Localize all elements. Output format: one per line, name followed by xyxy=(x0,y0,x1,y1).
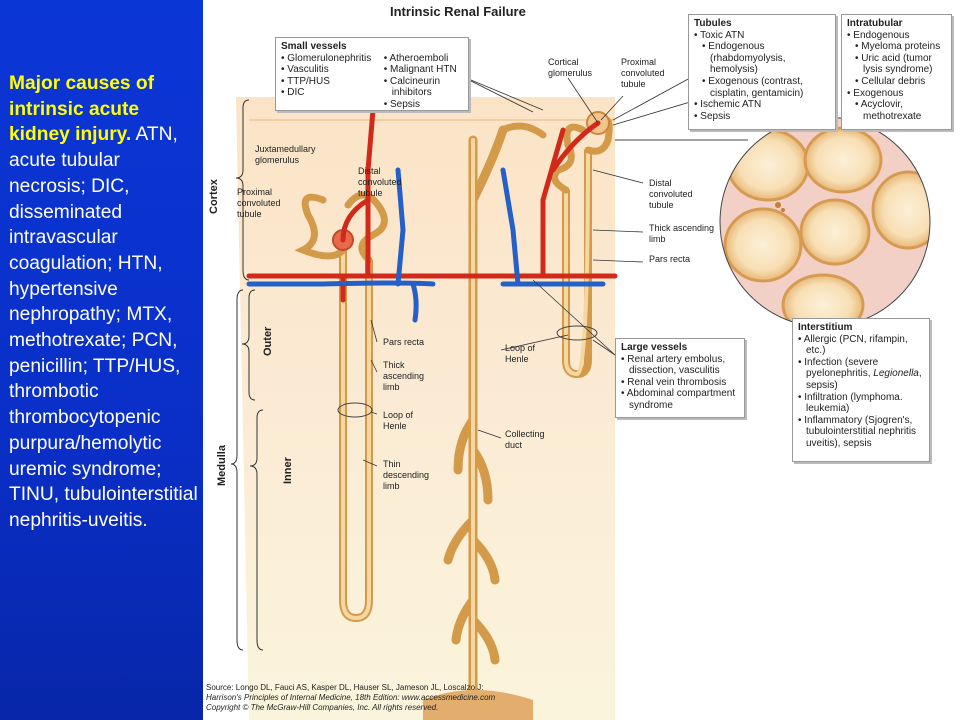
list-item: • Infiltration (lymphoma. leukemia) xyxy=(798,391,903,415)
intratubular-title: Intratubular xyxy=(847,18,903,29)
list-item: • Sepsis xyxy=(694,110,731,122)
list-item: • TTP/HUS xyxy=(281,75,330,87)
list-item: • Calcineurin inhibitors xyxy=(383,75,441,99)
citation-line-1: Source: Longo DL, Fauci AS, Kasper DL, H… xyxy=(206,683,484,692)
list-item: • Ischemic ATN xyxy=(694,99,762,111)
list-item: • Abdominal compartment syndrome xyxy=(621,388,736,411)
large-vessels-box: Large vessels • Renal artery embolus, di… xyxy=(615,338,745,418)
tubules-title: Tubules xyxy=(694,18,732,29)
caption-lead: Major causes of intrinsic acute kidney i… xyxy=(9,73,155,146)
intratubular-box: Intratubular • Endogenous • Myeloma prot… xyxy=(841,14,952,130)
ellipse-loop-center xyxy=(556,325,598,341)
region-cortex: Cortex xyxy=(208,178,220,214)
figure-title: Intrinsic Renal Failure xyxy=(390,4,526,19)
figure-caption: Major causes of intrinsic acute kidney i… xyxy=(9,71,201,534)
kidney-tissue xyxy=(236,97,615,720)
region-inner: Inner xyxy=(282,456,294,484)
list-item: • Vasculitis xyxy=(281,64,329,76)
ellipse-loop-left xyxy=(337,402,373,418)
small-vessels-box: Small vessels • Glomerulonephritis • Vas… xyxy=(275,37,469,111)
source-citation: Source: Longo DL, Fauci AS, Kasper DL, H… xyxy=(206,683,495,713)
list-item: • Glomerulonephritis xyxy=(281,52,372,64)
list-item: • Renal vein thrombosis xyxy=(621,376,727,388)
region-medulla: Medulla xyxy=(216,444,228,486)
list-item: • Sepsis xyxy=(383,98,420,110)
small-vessels-col1: • Glomerulonephritis • Vasculitis • TTP/… xyxy=(281,53,378,111)
list-item: • Endogenous (rhabdomyolysis, hemolysis) xyxy=(702,41,786,76)
large-vessels-title: Large vessels xyxy=(621,342,688,353)
list-item: • Cellular debris xyxy=(855,75,926,87)
list-item: • Atheroemboli xyxy=(383,52,449,64)
list-item: • Exogenous xyxy=(847,87,904,99)
caption-body: ATN, acute tubular necrosis; DIC, dissem… xyxy=(9,124,198,531)
region-outer: Outer xyxy=(262,326,274,356)
nephron-diagram: Intrinsic Renal Failure Cortex Outer Med… xyxy=(203,0,960,720)
interstitium-box: Interstitium • Allergic (PCN, rifampin, … xyxy=(792,318,930,462)
tubules-box: Tubules • Toxic ATN • Endogenous (rhabdo… xyxy=(688,14,836,130)
list-item: • Inflammatory (Sjogren's, tubulointerst… xyxy=(798,414,917,449)
list-item: • Toxic ATN xyxy=(694,29,745,41)
list-item: • Endogenous xyxy=(847,29,910,41)
list-item: • Renal artery embolus, dissection, vasc… xyxy=(621,353,726,377)
duct-base xyxy=(423,690,533,720)
list-item: • Allergic (PCN, rifampin, etc.) xyxy=(798,333,908,357)
list-item: • Malignant HTN xyxy=(383,64,457,76)
nephron-illustration: Intrinsic Renal Failure Cortex Outer Med… xyxy=(208,4,931,720)
list-item: • Exogenous (contrast, cisplatin, gentam… xyxy=(702,75,804,99)
small-vessels-title: Small vessels xyxy=(281,41,347,52)
caption-panel: Major causes of intrinsic acute kidney i… xyxy=(0,0,203,720)
citation-line-2: Harrison's Principles of Internal Medici… xyxy=(206,693,496,702)
list-item: • Acyclovir, methotrexate xyxy=(855,99,922,122)
citation-line-3: Copyright © The McGraw-Hill Companies, I… xyxy=(206,703,439,712)
list-item: • Infection (severe pyelonephritis, Legi… xyxy=(798,356,922,391)
list-item: • Myeloma proteins xyxy=(855,41,941,53)
region-braces xyxy=(230,99,264,651)
label-pars-recta-right: Pars recta xyxy=(649,254,690,264)
veins xyxy=(246,167,606,323)
cells-inset xyxy=(720,117,930,327)
label-pars-recta-left: Pars recta xyxy=(383,337,424,347)
list-item: • DIC xyxy=(281,87,305,99)
arteries xyxy=(246,107,618,303)
small-vessels-col2: • Atheroemboli • Malignant HTN • Calcine… xyxy=(384,53,463,111)
interstitium-title: Interstitium xyxy=(798,322,853,333)
list-item: • Uric acid (tumor lysis syndrome) xyxy=(855,52,933,76)
